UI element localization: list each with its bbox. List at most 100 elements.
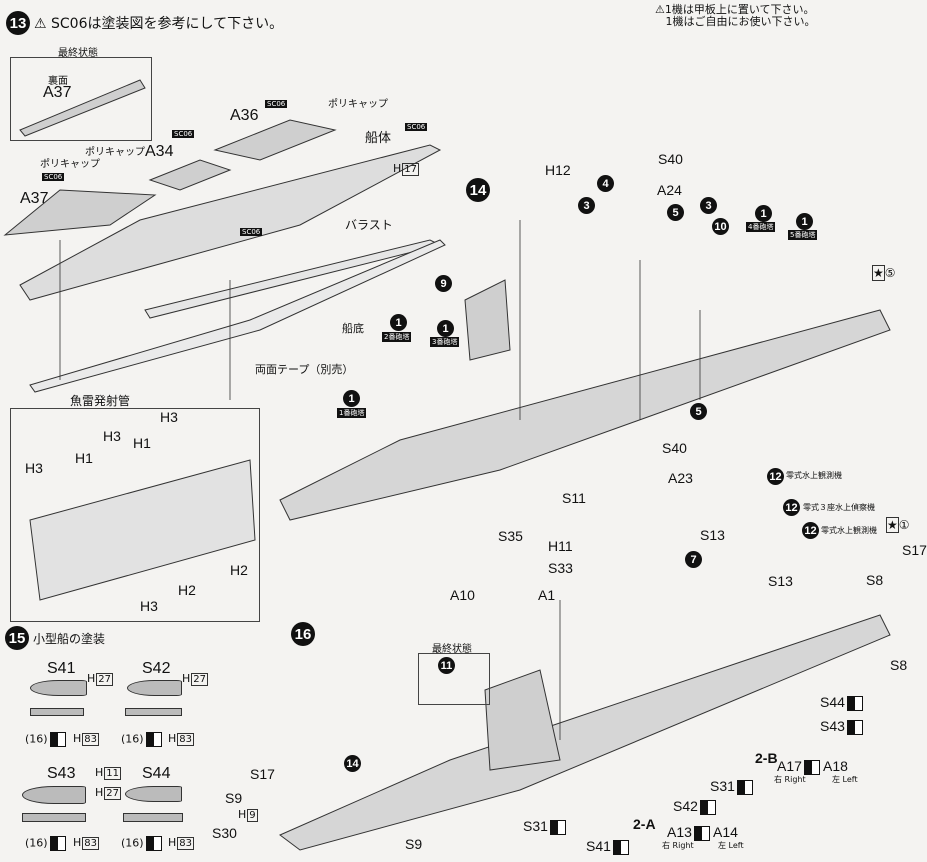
boat-top-view — [30, 680, 87, 696]
star-1-marker: ★① — [886, 517, 910, 533]
plane-badge: 12 — [767, 468, 784, 485]
part-a23-label: A23 — [668, 470, 693, 486]
color-number: 16 — [125, 732, 140, 746]
part-number: 9 — [247, 809, 258, 822]
hull-label: 船体 — [365, 131, 392, 146]
boat-side-view — [30, 708, 84, 716]
part-label: S42 — [673, 798, 698, 814]
part-a36-label: A36 — [230, 107, 259, 124]
warning-icon: ⚠ — [655, 3, 665, 16]
step-number: 16 — [294, 625, 312, 643]
left-label: 左 Left — [832, 775, 858, 784]
color-number: 83 — [177, 733, 195, 746]
note-line-1: 1機は甲板上に置いて下さい。 — [664, 3, 815, 16]
sub-assembly-3-badge: 3 — [700, 197, 717, 214]
plane-notes: ⚠1機は甲板上に置いて下さい。 1機はご自由にお使い下さい。 — [655, 4, 816, 28]
part-s30-label: S30 — [212, 825, 237, 841]
part-s33-label: S33 — [548, 560, 573, 576]
runner-letter: H — [238, 808, 247, 821]
bridge-drawing — [464, 279, 511, 361]
paint-icon — [549, 819, 566, 835]
ballast-label: バラスト — [345, 218, 393, 232]
part-s11-label: S11 — [562, 490, 586, 506]
runner-letter: H — [182, 672, 191, 685]
step-15-badge: 15 — [5, 626, 29, 650]
paint-icon — [693, 825, 710, 841]
boat-name: S43 — [47, 765, 76, 782]
boat-top-view — [22, 786, 86, 804]
part-s41-callout: S41 — [586, 838, 629, 855]
part-label: S43 — [820, 718, 845, 734]
part-label: S31 — [523, 818, 548, 834]
final-state-box — [418, 653, 490, 705]
paint-icon — [846, 719, 863, 735]
sub-assembly-11-badge: 11 — [438, 657, 455, 674]
color-number: 83 — [82, 837, 100, 850]
part-a24-label: A24 — [657, 182, 682, 198]
part-a34-label: A34 — [145, 143, 174, 160]
turret-badge: 1 — [755, 205, 772, 222]
boat-name: S42 — [142, 660, 171, 677]
step-number: 15 — [8, 629, 26, 647]
color-callout: (16) — [25, 732, 66, 747]
marker-number: ① — [898, 518, 910, 532]
color-number: 16 — [29, 836, 44, 850]
paint-icon — [145, 732, 162, 747]
left-label: 左 Left — [718, 841, 744, 850]
plane-name: 零式水上観測機 — [786, 471, 842, 480]
part-s8-label: S8 — [890, 657, 908, 673]
sub-assembly-5-badge: 5 — [690, 403, 707, 420]
deck-a37-drawing — [3, 189, 157, 236]
color-number: 27 — [104, 787, 122, 800]
part-a13-label: A13 — [667, 824, 692, 840]
turret-3-tag: 3番砲塔 — [430, 337, 460, 347]
color-callout: (16) — [121, 732, 162, 747]
step-number: 14 — [469, 181, 487, 199]
color-number: 27 — [96, 673, 114, 686]
torpedo-tubes-title: 魚雷発射管 — [70, 394, 131, 408]
turret-badge: 1 — [390, 314, 407, 331]
right-label: 右 Right — [662, 841, 694, 850]
note-line-2: 1機はご自由にお使い下さい。 — [665, 15, 816, 28]
part-s17-label: S17 — [902, 542, 927, 558]
step-16-badge: 16 — [291, 622, 315, 646]
turret-1-tag: 1番砲塔 — [337, 408, 367, 418]
deck-a34-drawing — [148, 159, 232, 191]
boat-top-view — [125, 786, 182, 802]
final-state-label: 最終状態 — [432, 644, 472, 655]
hull-bottom-label: 船底 — [342, 322, 364, 335]
plane-badge: 12 — [802, 522, 819, 539]
part-label: S41 — [586, 838, 611, 854]
turret-4-tag: 4番砲塔 — [746, 222, 776, 232]
runner-letter: H — [393, 162, 402, 175]
part-a13-a14-callout: A13 A14 — [667, 824, 738, 841]
part-h3-label: H3 — [160, 409, 178, 425]
sc06-tag: SC06 — [172, 130, 195, 138]
part-s8-label: S8 — [866, 572, 884, 588]
hull-drawing — [19, 144, 442, 301]
note-text: SC06は塗装図を参考にして下さい。 — [51, 16, 284, 32]
sub-assembly-2b-badge: 2-B — [755, 750, 778, 766]
color-number: 83 — [177, 837, 195, 850]
part-h1-label: H1 — [133, 435, 151, 451]
part-h2-label: H2 — [230, 562, 248, 578]
part-a17-a18-callout: A17 A18 — [777, 758, 848, 775]
part-h3-label: H3 — [103, 428, 121, 444]
runner-letter: H — [168, 732, 177, 745]
sc06-tag: SC06 — [240, 228, 263, 236]
step-13-badge: 13 — [6, 11, 30, 35]
part-s42-callout: S42 — [673, 798, 716, 815]
part-h3-label: H3 — [140, 598, 158, 614]
paint-icon — [612, 839, 629, 855]
star-5-marker: ★⑤ — [872, 265, 896, 281]
part-s9-label: S9 — [225, 790, 243, 806]
part-a14-label: A14 — [713, 824, 738, 840]
part-number: 17 — [402, 163, 420, 176]
step-number: 13 — [9, 14, 27, 32]
part-a37-label-2: A37 — [20, 190, 49, 207]
step-14-badge: 14 — [466, 178, 490, 202]
